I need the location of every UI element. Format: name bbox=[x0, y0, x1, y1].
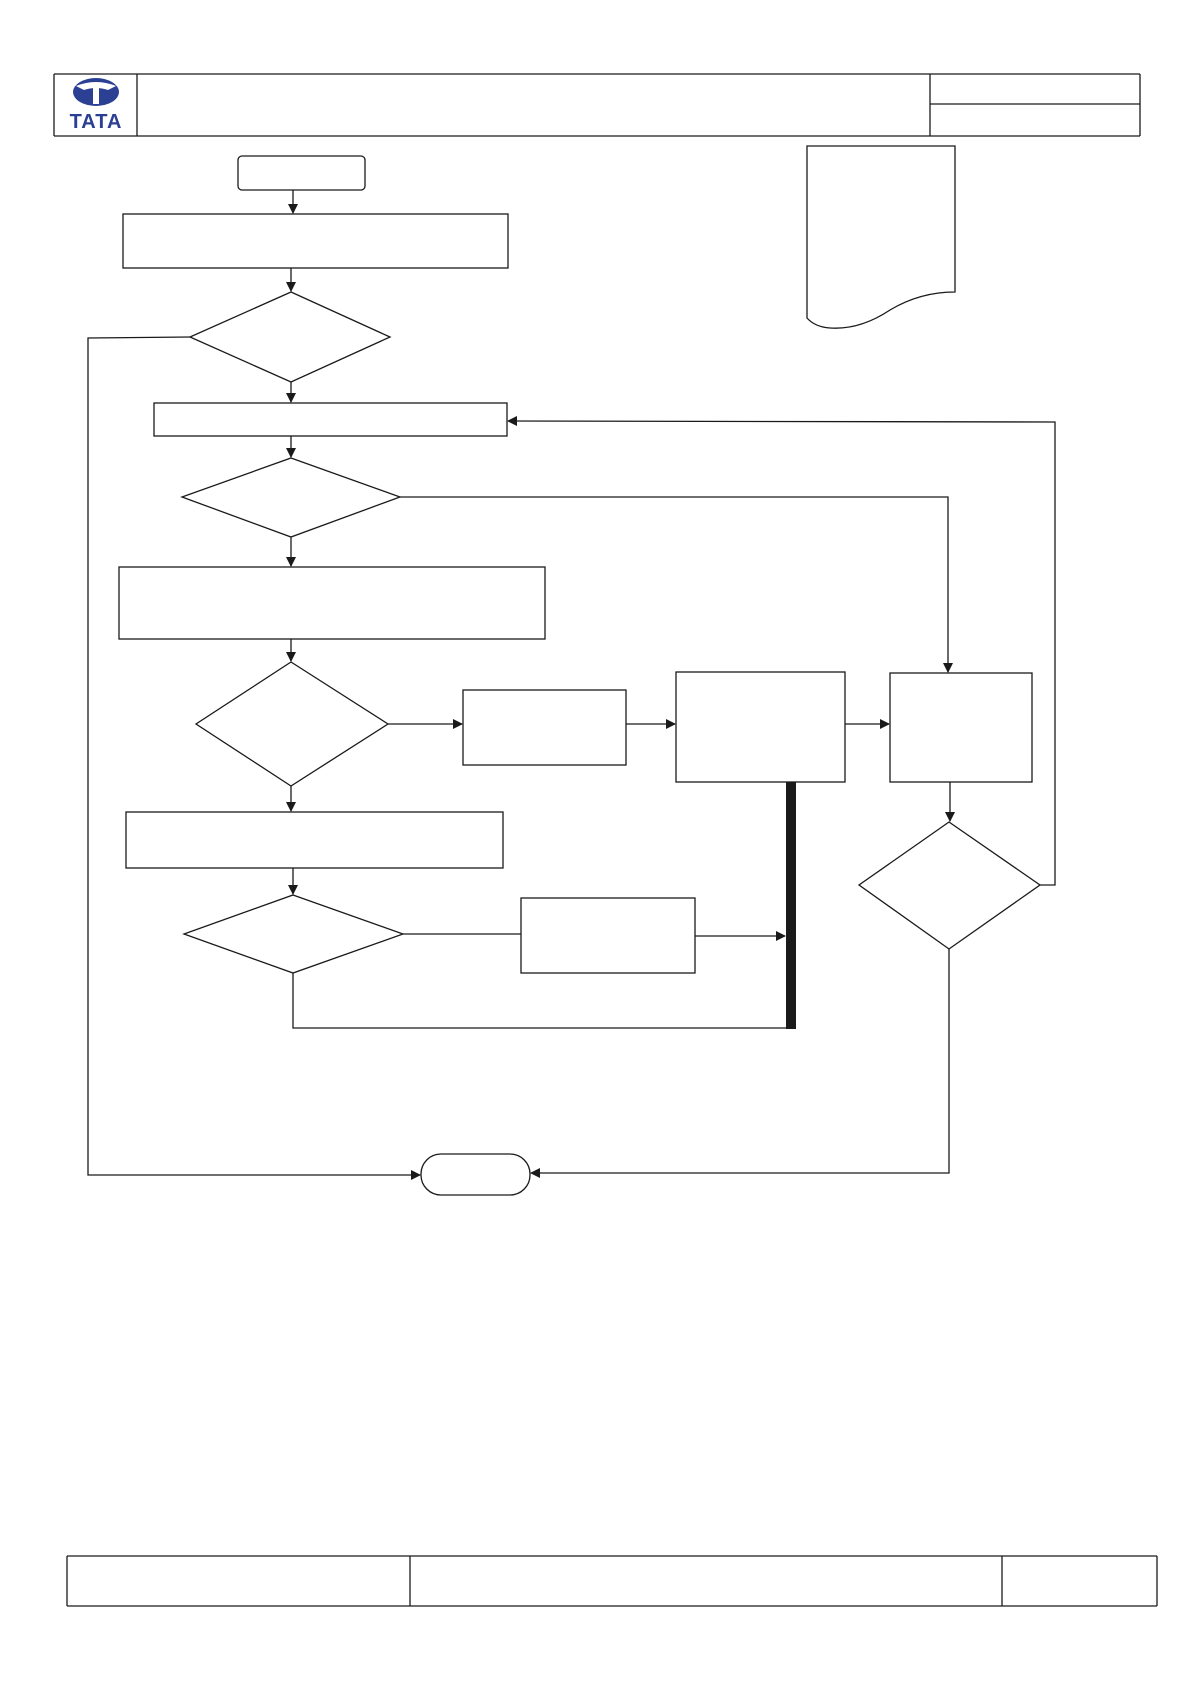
process-box-3 bbox=[118, 566, 546, 640]
document-header bbox=[53, 73, 1141, 137]
decision-2 bbox=[180, 457, 402, 538]
tata-logo: TATA bbox=[70, 78, 123, 133]
document-shape bbox=[806, 145, 956, 329]
process-box-6 bbox=[675, 671, 846, 783]
start-terminator bbox=[237, 155, 366, 191]
merge-bar bbox=[786, 782, 796, 1029]
process-box-5 bbox=[462, 689, 627, 766]
decision-1 bbox=[188, 291, 392, 383]
end-terminator bbox=[420, 1153, 531, 1196]
decision-5 bbox=[857, 821, 1042, 950]
connectors bbox=[87, 190, 1056, 1180]
process-box-8 bbox=[520, 897, 696, 974]
process-box-4 bbox=[125, 811, 504, 869]
decision-4 bbox=[182, 894, 405, 974]
process-box-2 bbox=[153, 402, 508, 437]
process-box-7 bbox=[889, 672, 1033, 783]
logo-wordmark: TATA bbox=[70, 111, 123, 133]
tata-emblem-icon bbox=[73, 78, 119, 106]
decision-3 bbox=[194, 661, 390, 787]
document-footer bbox=[66, 1555, 1158, 1607]
process-box-1 bbox=[122, 213, 509, 269]
